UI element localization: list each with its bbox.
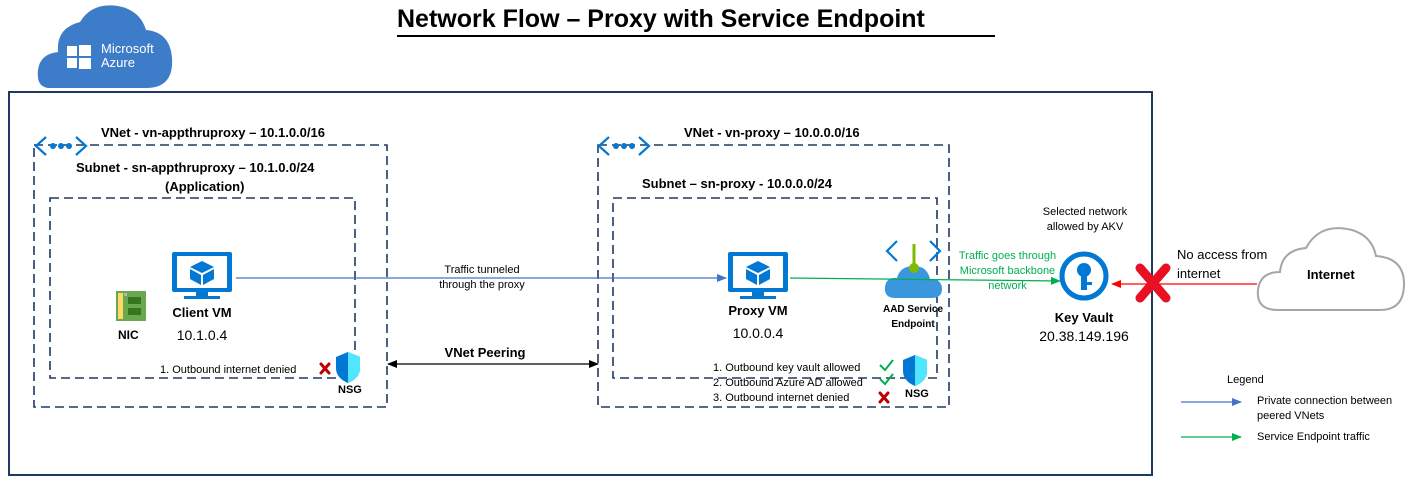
- nsg-shield-icon: [336, 352, 360, 383]
- vnet-right-box: [597, 144, 950, 408]
- legend-item-1-line2: peered VNets: [1257, 410, 1325, 422]
- peering-label: VNet Peering: [444, 345, 526, 360]
- legend-item-2: Service Endpoint traffic: [1257, 431, 1370, 443]
- service-endpoint-icon: [884, 240, 942, 298]
- proxy-vm-icon: [728, 252, 788, 299]
- client-vm-ip: 10.1.0.4: [176, 327, 228, 343]
- legend-title: Legend: [1227, 374, 1264, 386]
- denied-x-icon: [878, 391, 890, 404]
- nic-icon: [116, 291, 146, 321]
- endpoint-label-1: AAD Service: [882, 304, 944, 315]
- client-vm-label: Client VM: [172, 305, 232, 320]
- denied-x-icon: [319, 362, 331, 375]
- left-nsg-rule: 1. Outbound internet denied: [160, 364, 297, 376]
- right-nsg-rule-1: 1. Outbound key vault allowed: [713, 362, 861, 374]
- subnet-left-box: [49, 197, 356, 379]
- left-nsg-label: NSG: [338, 384, 362, 396]
- proxy-vm-label: Proxy VM: [728, 303, 788, 318]
- nic-label: NIC: [118, 328, 139, 342]
- backbone-label-2: Microsoft backbone: [959, 265, 1056, 277]
- vnet-right-label: VNet - vn-proxy – 10.0.0.0/16: [684, 125, 860, 140]
- allowed-check-icon: [879, 359, 894, 372]
- key-vault-ip: 20.38.149.196: [1039, 328, 1129, 344]
- key-vault-icon: [1059, 251, 1109, 301]
- right-nsg-label: NSG: [905, 388, 929, 400]
- backbone-label-1: Traffic goes through: [958, 250, 1057, 262]
- legend-item-1-line1: Private connection between: [1257, 395, 1393, 407]
- vnet-left-label: VNet - vn-appthruproxy – 10.1.0.0/16: [101, 125, 325, 140]
- allowed-check-icon: [879, 373, 894, 386]
- tunnel-label-2: through the proxy: [439, 279, 525, 291]
- subnet-right-label: Subnet – sn-proxy - 10.0.0.0/24: [642, 176, 833, 191]
- subnet-left-sublabel: (Application): [165, 179, 245, 194]
- blocked-x-icon: [1135, 263, 1171, 303]
- selected-network-1: Selected network: [1042, 206, 1128, 218]
- backbone-label-3: network: [988, 280, 1027, 292]
- azure-cloud-logo: [37, 5, 173, 88]
- subnet-left-label: Subnet - sn-appthruproxy – 10.1.0.0/24: [76, 160, 315, 175]
- right-nsg-rule-2: 2. Outbound Azure AD allowed: [713, 377, 863, 389]
- right-nsg-rule-3: 3. Outbound internet denied: [713, 392, 850, 404]
- backbone-arrow: [789, 276, 1061, 285]
- no-access-label-1: No access from: [1177, 247, 1268, 262]
- vnet-icon: [597, 136, 651, 156]
- internet-cloud-icon: [1256, 227, 1406, 311]
- internet-label: Internet: [1307, 267, 1355, 282]
- vnet-left-box: [33, 144, 388, 408]
- client-vm-icon: [172, 252, 232, 299]
- no-access-label-2: internet: [1177, 266, 1221, 281]
- logo-line1: Microsoft: [101, 41, 154, 56]
- vnet-icon: [34, 136, 88, 156]
- page-title: Network Flow – Proxy with Service Endpoi…: [397, 5, 925, 33]
- endpoint-label-2: Endpoint: [891, 319, 935, 330]
- nsg-shield-icon: [903, 355, 927, 386]
- logo-line2: Azure: [101, 55, 135, 70]
- selected-network-2: allowed by AKV: [1046, 221, 1124, 233]
- key-vault-label: Key Vault: [1054, 310, 1114, 325]
- tunnel-label-1: Traffic tunneled: [444, 264, 520, 276]
- proxy-vm-ip: 10.0.0.4: [732, 325, 784, 341]
